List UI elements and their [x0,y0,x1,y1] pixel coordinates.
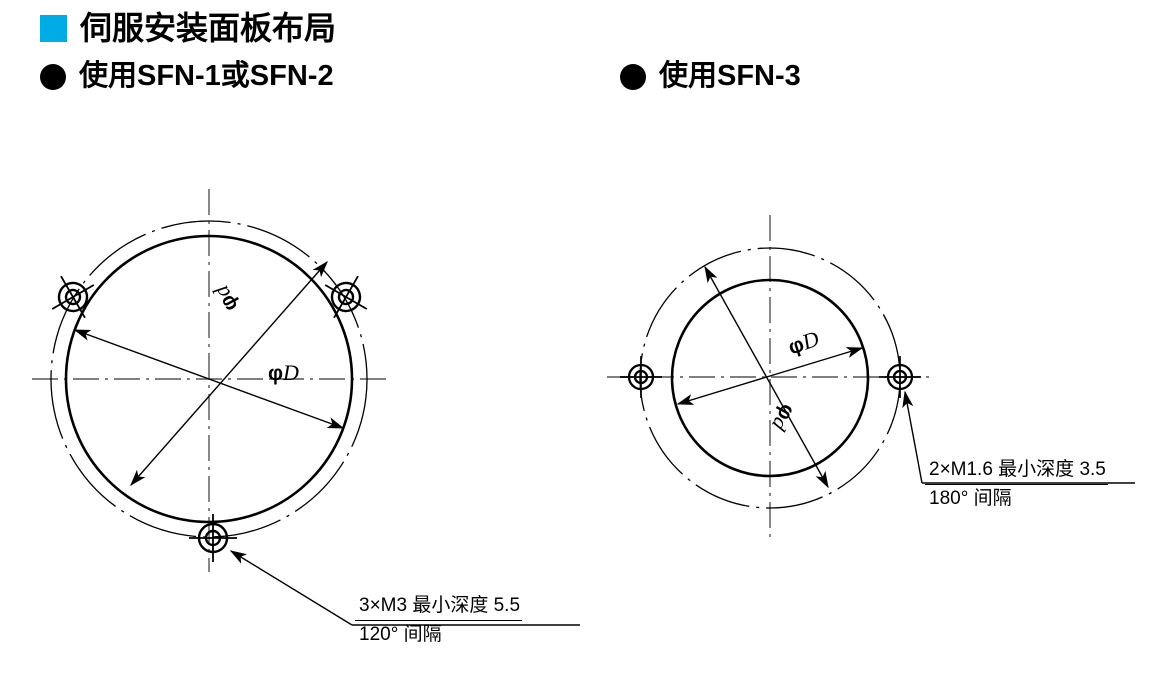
circle-bullet-icon-left [40,63,66,90]
screw-hole-left-bottom [189,514,237,562]
dimension-label-phi-D-left: φD [268,360,299,386]
dimension-line-phi-D-left [73,329,345,429]
circle-bullet-icon-right [620,63,646,90]
annotation-left-line2: 120° 间隔 [359,624,442,646]
bolt-circle-right [639,247,901,509]
section-heading-left: 使用SFN-1或SFN-2 [40,62,334,91]
bore-circle-right [670,278,870,478]
annotation-left: 3×M3 最小深度 5.5 120° 间隔 [355,593,523,648]
bore-circle-left [64,234,354,524]
page-title: 伺服安装面板布局 [40,12,336,44]
annotation-right: 2×M1.6 最小深度 3.5 180° 间隔 [925,457,1108,512]
bolt-circle-left [50,220,368,538]
annotation-right-line2: 180° 间隔 [929,488,1012,510]
dimension-label-phi-d-right: φd [766,400,801,435]
section-heading-right-text: 使用SFN-3 [659,60,801,92]
phi-symbol: φ [268,362,284,385]
dimension-line-phi-d-right [704,265,829,489]
dimension-label-phi-d-left: φd [208,281,243,316]
diagram-sfn-1-2 [32,189,580,626]
annotation-right-line1: 2×M1.6 最小深度 3.5 [925,457,1108,486]
screw-hole-right-right [879,356,921,398]
dimension-label-phi-D-right: φD [785,326,823,361]
diameter-letter: D [283,360,299,385]
section-heading-right: 使用SFN-3 [620,62,801,91]
page-title-text: 伺服安装面板布局 [80,10,337,46]
screw-hole-left-upper-left [51,275,95,319]
dimension-line-phi-D-right [676,347,864,405]
section-heading-left-text: 使用SFN-1或SFN-2 [79,60,334,92]
square-bullet-icon [40,14,67,42]
screw-hole-left-upper-right [324,275,368,319]
annotation-left-line1: 3×M3 最小深度 5.5 [355,593,523,622]
screw-hole-right-left [620,356,662,398]
